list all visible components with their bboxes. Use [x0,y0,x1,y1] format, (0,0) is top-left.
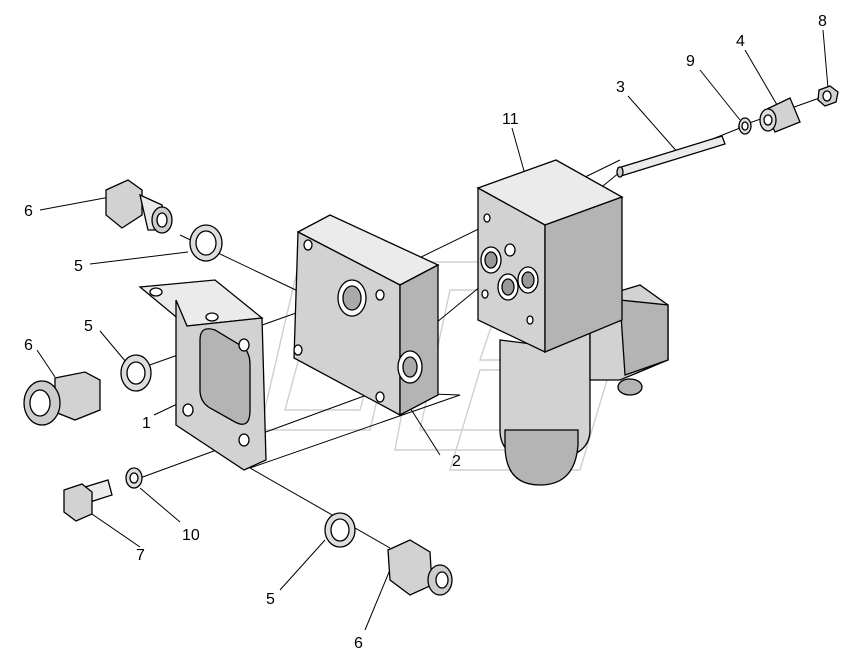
union-fitting-part [759,97,801,133]
bolt-part [63,479,113,522]
bracket-part [138,279,267,471]
callout-1: 1 [142,415,151,432]
small-washer-part [738,117,752,135]
fitting-top-part [105,179,173,234]
callout-5-bottom: 5 [266,591,275,608]
callout-11: 11 [502,111,519,128]
callout-9: 9 [686,53,695,70]
callout-6-left: 6 [24,337,33,354]
callout-labels: 6 5 5 6 1 2 3 4 8 9 11 10 7 5 6 [24,13,827,652]
callout-6-bottom: 6 [354,635,363,652]
seal-ring-top-part [189,224,223,262]
callout-7: 7 [136,547,145,564]
nut-part [817,85,839,107]
washer-part [125,467,143,489]
seal-ring-middle-part [120,354,152,392]
callout-2: 2 [452,453,461,470]
callout-8: 8 [818,13,827,30]
callout-4: 4 [736,33,745,50]
leader-lines [36,29,829,631]
manifold-block-part [293,214,440,417]
callout-10: 10 [182,527,200,544]
callout-5-top: 5 [74,258,83,275]
valve-body-part [476,159,669,486]
rod-part [616,135,726,178]
callout-6-top: 6 [24,203,33,220]
fitting-bottom-part [387,539,453,596]
fitting-left-part [23,371,101,426]
callout-5-middle: 5 [84,318,93,335]
callout-3: 3 [616,79,625,96]
seal-ring-bottom-part [324,512,356,548]
